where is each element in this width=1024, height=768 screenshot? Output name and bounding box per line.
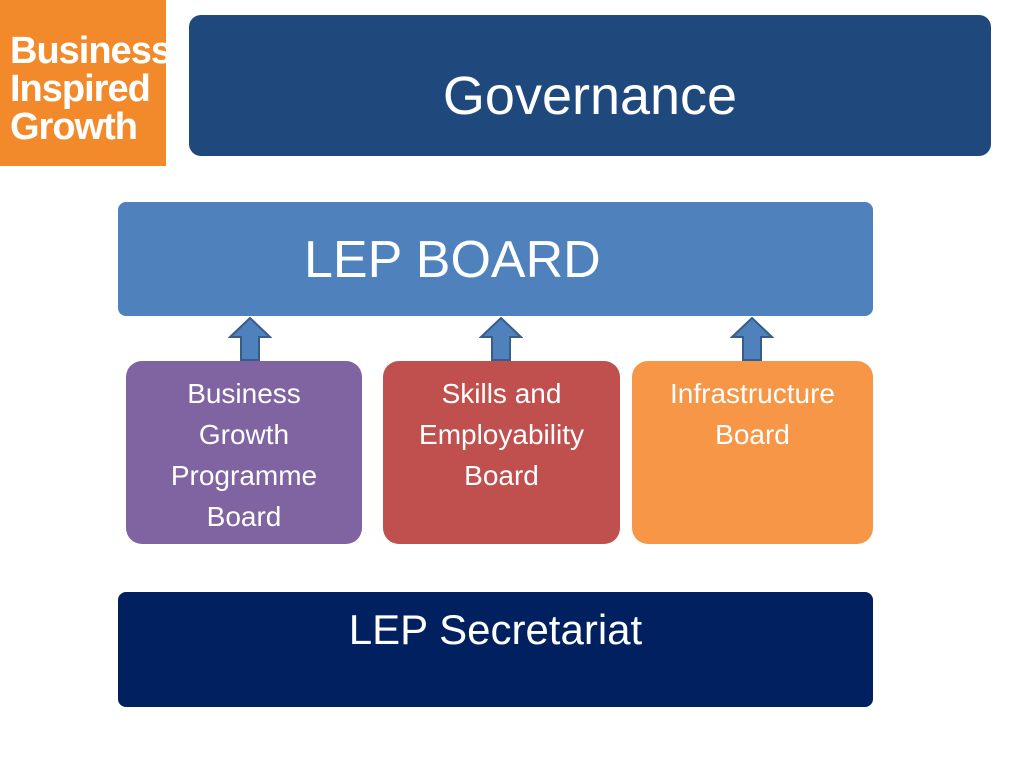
logo-line-inspired: Inspired bbox=[10, 68, 151, 110]
up-arrow-icon bbox=[228, 317, 272, 361]
logo-line-business: Business bbox=[10, 30, 172, 72]
page-title: Governance bbox=[189, 15, 991, 156]
sub-board-label-line: Programme bbox=[170, 460, 318, 491]
sub-board-label-line: Board bbox=[464, 460, 539, 491]
sub-board-label-line: Skills and bbox=[441, 378, 562, 409]
lep-board-box: LEP BOARD bbox=[118, 202, 873, 316]
business-inspired-growth-logo: Business Inspired Growth bbox=[0, 0, 172, 166]
business-growth-programme-board-box: Business Growth Programme Board bbox=[126, 361, 362, 544]
infrastructure-board-box: Infrastructure Board bbox=[632, 361, 873, 544]
logo-line-growth: Growth bbox=[10, 106, 138, 148]
skills-and-employability-board-box: Skills and Employability Board bbox=[383, 361, 620, 544]
up-arrow-icon bbox=[479, 317, 523, 361]
page-title-text: Governance bbox=[442, 66, 738, 126]
lep-board-label: LEP BOARD bbox=[304, 231, 601, 289]
sub-board-label-line: Employability bbox=[419, 419, 584, 450]
up-arrow-icon bbox=[730, 317, 774, 361]
sub-board-label-line: Board bbox=[206, 501, 282, 532]
sub-board-label-line: Business bbox=[187, 378, 301, 409]
sub-board-label-line: Growth bbox=[198, 419, 290, 450]
sub-board-label-line: Infrastructure bbox=[670, 378, 835, 409]
lep-secretariat-label: LEP Secretariat bbox=[348, 606, 643, 653]
lep-secretariat-box: LEP Secretariat bbox=[118, 592, 873, 707]
sub-board-label-line: Board bbox=[715, 419, 790, 450]
